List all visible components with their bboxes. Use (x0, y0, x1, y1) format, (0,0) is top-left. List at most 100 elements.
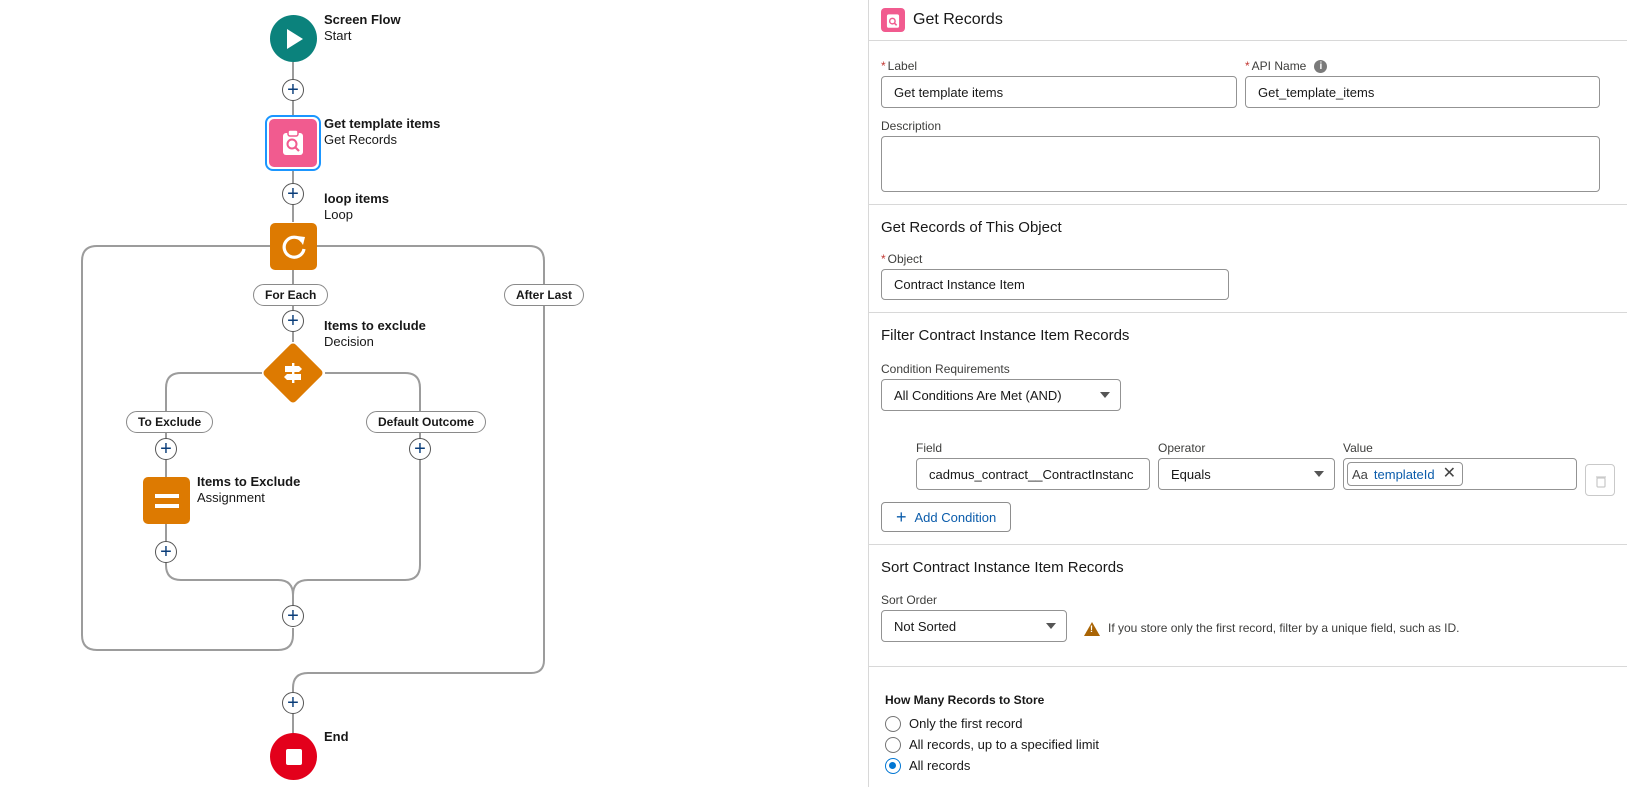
loop-icon (282, 235, 306, 259)
sort-warning: If you store only the first record, filt… (1084, 621, 1460, 636)
add-element-button[interactable]: + (155, 438, 177, 460)
sort-section-title: Sort Contract Instance Item Records (881, 559, 1124, 576)
decision-title: Items to exclude (324, 318, 426, 333)
object-field-label: *Object (881, 252, 923, 266)
sort-order-value: Not Sorted (894, 618, 957, 634)
condition-requirements-select[interactable]: All Conditions Are Met (AND) (881, 379, 1121, 411)
filter-section-title: Filter Contract Instance Item Records (881, 327, 1130, 344)
chevron-down-icon (1046, 623, 1056, 629)
add-element-button[interactable]: + (282, 310, 304, 332)
panel-title: Get Records (913, 11, 1003, 28)
store-section: How Many Records to Store Only the first… (869, 667, 1627, 787)
add-condition-button[interactable]: + Add Condition (881, 502, 1012, 532)
store-title: How Many Records to Store (885, 693, 1045, 707)
sort-order-label: Sort Order (881, 593, 938, 607)
add-element-button[interactable]: + (282, 79, 304, 101)
loop-title: loop items (324, 191, 390, 206)
radio-button[interactable] (885, 736, 901, 753)
value-label: Value (1343, 441, 1373, 455)
assignment-title: Items to Exclude (197, 474, 301, 489)
add-element-button[interactable]: + (282, 605, 304, 627)
start-subtitle: Start (324, 28, 352, 43)
play-icon (286, 28, 303, 49)
value-pill-text: templateId (1373, 466, 1435, 482)
assignment-subtitle: Assignment (197, 490, 265, 505)
sort-warning-text: If you store only the first record, filt… (1108, 621, 1460, 635)
field-input[interactable]: cadmus_contract__ContractInstanc (916, 458, 1150, 490)
signpost-icon (284, 363, 302, 383)
object-section: Get Records of This Object *Object Contr… (869, 205, 1627, 313)
decision-subtitle: Decision (324, 334, 374, 349)
loop-node[interactable] (270, 223, 317, 270)
after-last-path-label[interactable]: After Last (504, 284, 585, 306)
properties-panel: Get Records *Label Get template items *A… (868, 0, 1627, 787)
delete-condition-button[interactable] (1585, 464, 1615, 496)
to-exclude-path-label[interactable]: To Exclude (126, 411, 214, 433)
description-field-label: Description (881, 119, 942, 133)
start-node[interactable] (270, 15, 317, 62)
radio-button-checked[interactable] (885, 757, 901, 774)
get-records-node[interactable] (269, 119, 317, 167)
for-each-path-label[interactable]: For Each (253, 284, 329, 306)
end-title: End (324, 729, 349, 744)
store-option-label: All records, up to a specified limit (909, 737, 1100, 752)
store-options: Only the first record All records, up to… (885, 713, 1099, 776)
value-resource-pill[interactable]: Aa templateId ✕ (1347, 462, 1464, 486)
store-option-label: Only the first record (909, 716, 1023, 731)
stop-icon (285, 748, 302, 765)
loop-node-label: loop items Loop (324, 191, 389, 223)
trash-icon (1596, 476, 1606, 488)
value-input[interactable]: Aa templateId ✕ (1343, 458, 1577, 490)
description-textarea[interactable] (881, 136, 1600, 192)
operator-select[interactable]: Equals (1158, 458, 1335, 490)
decision-node-label: Items to exclude Decision (324, 318, 426, 350)
chevron-down-icon (1314, 471, 1324, 477)
label-field-label: *Label (881, 59, 918, 73)
get-records-subtitle: Get Records (324, 132, 397, 147)
connector-lines (81, 62, 545, 740)
clipboard-search-icon (283, 129, 303, 155)
label-input[interactable]: Get template items (881, 76, 1237, 108)
start-title: Screen Flow (324, 12, 401, 27)
sort-section: Sort Contract Instance Item Records Sort… (869, 545, 1627, 667)
assignment-node-label: Items to Exclude Assignment (197, 474, 300, 506)
flow-canvas[interactable]: Screen Flow Start + Get template items G… (0, 0, 868, 787)
store-option-all[interactable]: All records (885, 755, 1099, 776)
get-records-selection-ring (265, 115, 321, 171)
api-name-input[interactable]: Get_template_items (1245, 76, 1600, 109)
store-option-label: All records (909, 758, 971, 773)
add-element-button[interactable]: + (282, 692, 304, 714)
store-option-first[interactable]: Only the first record (885, 713, 1099, 734)
assignment-node[interactable] (143, 477, 190, 524)
store-option-limit[interactable]: All records, up to a specified limit (885, 734, 1099, 755)
end-node[interactable] (270, 733, 317, 780)
add-element-button[interactable]: + (409, 438, 431, 460)
add-condition-label: Add Condition (914, 509, 997, 525)
add-element-button[interactable]: + (282, 183, 304, 205)
equals-icon (154, 493, 179, 508)
clipboard-search-icon (881, 8, 905, 32)
add-element-button[interactable]: + (155, 541, 177, 563)
get-records-title: Get template items (324, 116, 441, 131)
get-records-node-label: Get template items Get Records (324, 116, 440, 148)
sort-order-select[interactable]: Not Sorted (881, 610, 1067, 642)
info-icon[interactable]: i (1314, 60, 1328, 74)
operator-value: Equals (1171, 466, 1211, 482)
close-icon[interactable]: ✕ (1442, 465, 1457, 482)
panel-header: Get Records (869, 0, 1627, 41)
filter-section: Filter Contract Instance Item Records Co… (869, 313, 1627, 545)
chevron-down-icon (1100, 392, 1110, 398)
condition-requirements-value: All Conditions Are Met (AND) (894, 387, 1062, 403)
operator-label: Operator (1158, 441, 1206, 455)
warning-icon (1084, 621, 1100, 636)
object-input[interactable]: Contract Instance Item (881, 269, 1229, 300)
radio-button[interactable] (885, 715, 901, 732)
condition-requirements-label: Condition Requirements (881, 362, 1010, 376)
decision-node[interactable] (261, 341, 325, 405)
loop-subtitle: Loop (324, 207, 353, 222)
text-resource-icon: Aa (1352, 466, 1368, 482)
default-outcome-path-label[interactable]: Default Outcome (366, 411, 487, 433)
add-icon: + (896, 507, 907, 527)
